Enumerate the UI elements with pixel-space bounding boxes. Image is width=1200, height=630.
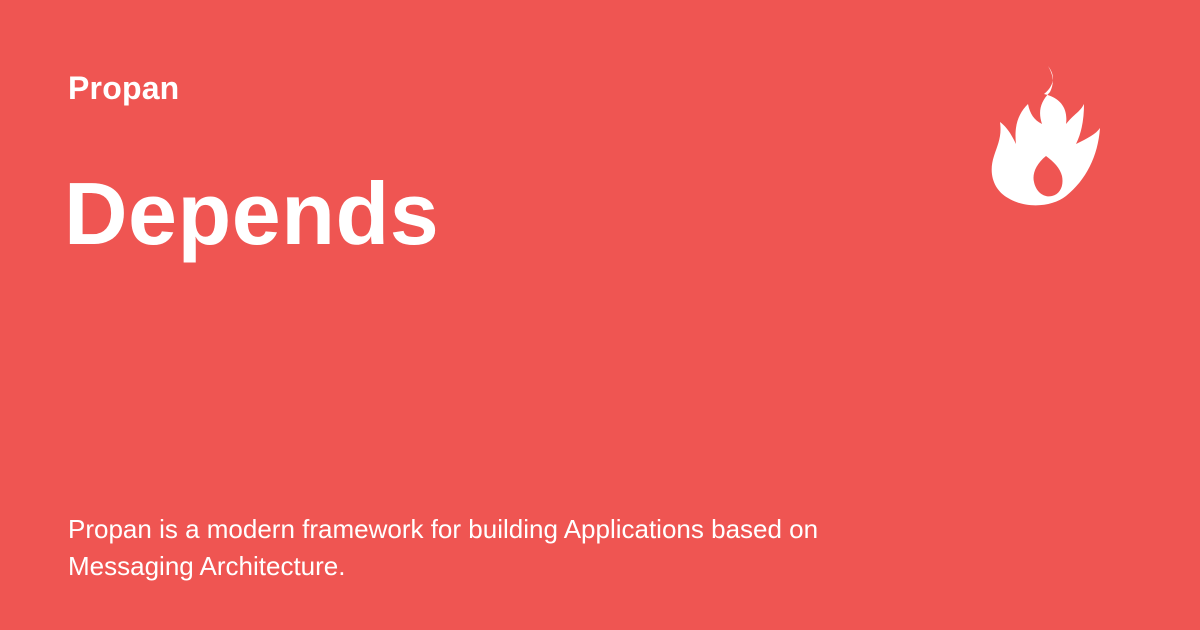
site-name: Propan xyxy=(68,70,180,106)
page-description: Propan is a modern framework for buildin… xyxy=(68,514,819,581)
fire-icon xyxy=(988,64,1100,210)
page-title: Depends xyxy=(64,164,440,263)
